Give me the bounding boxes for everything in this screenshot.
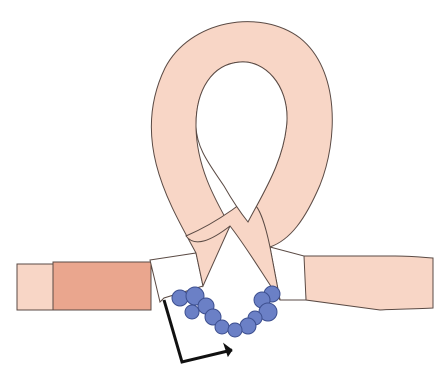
protein-dimer-right (228, 286, 280, 337)
dna-right-segment (302, 256, 433, 310)
dna-promoter-segment (53, 262, 151, 310)
protein-dimer-left (172, 287, 229, 334)
dna-left-end-segment (17, 264, 53, 310)
